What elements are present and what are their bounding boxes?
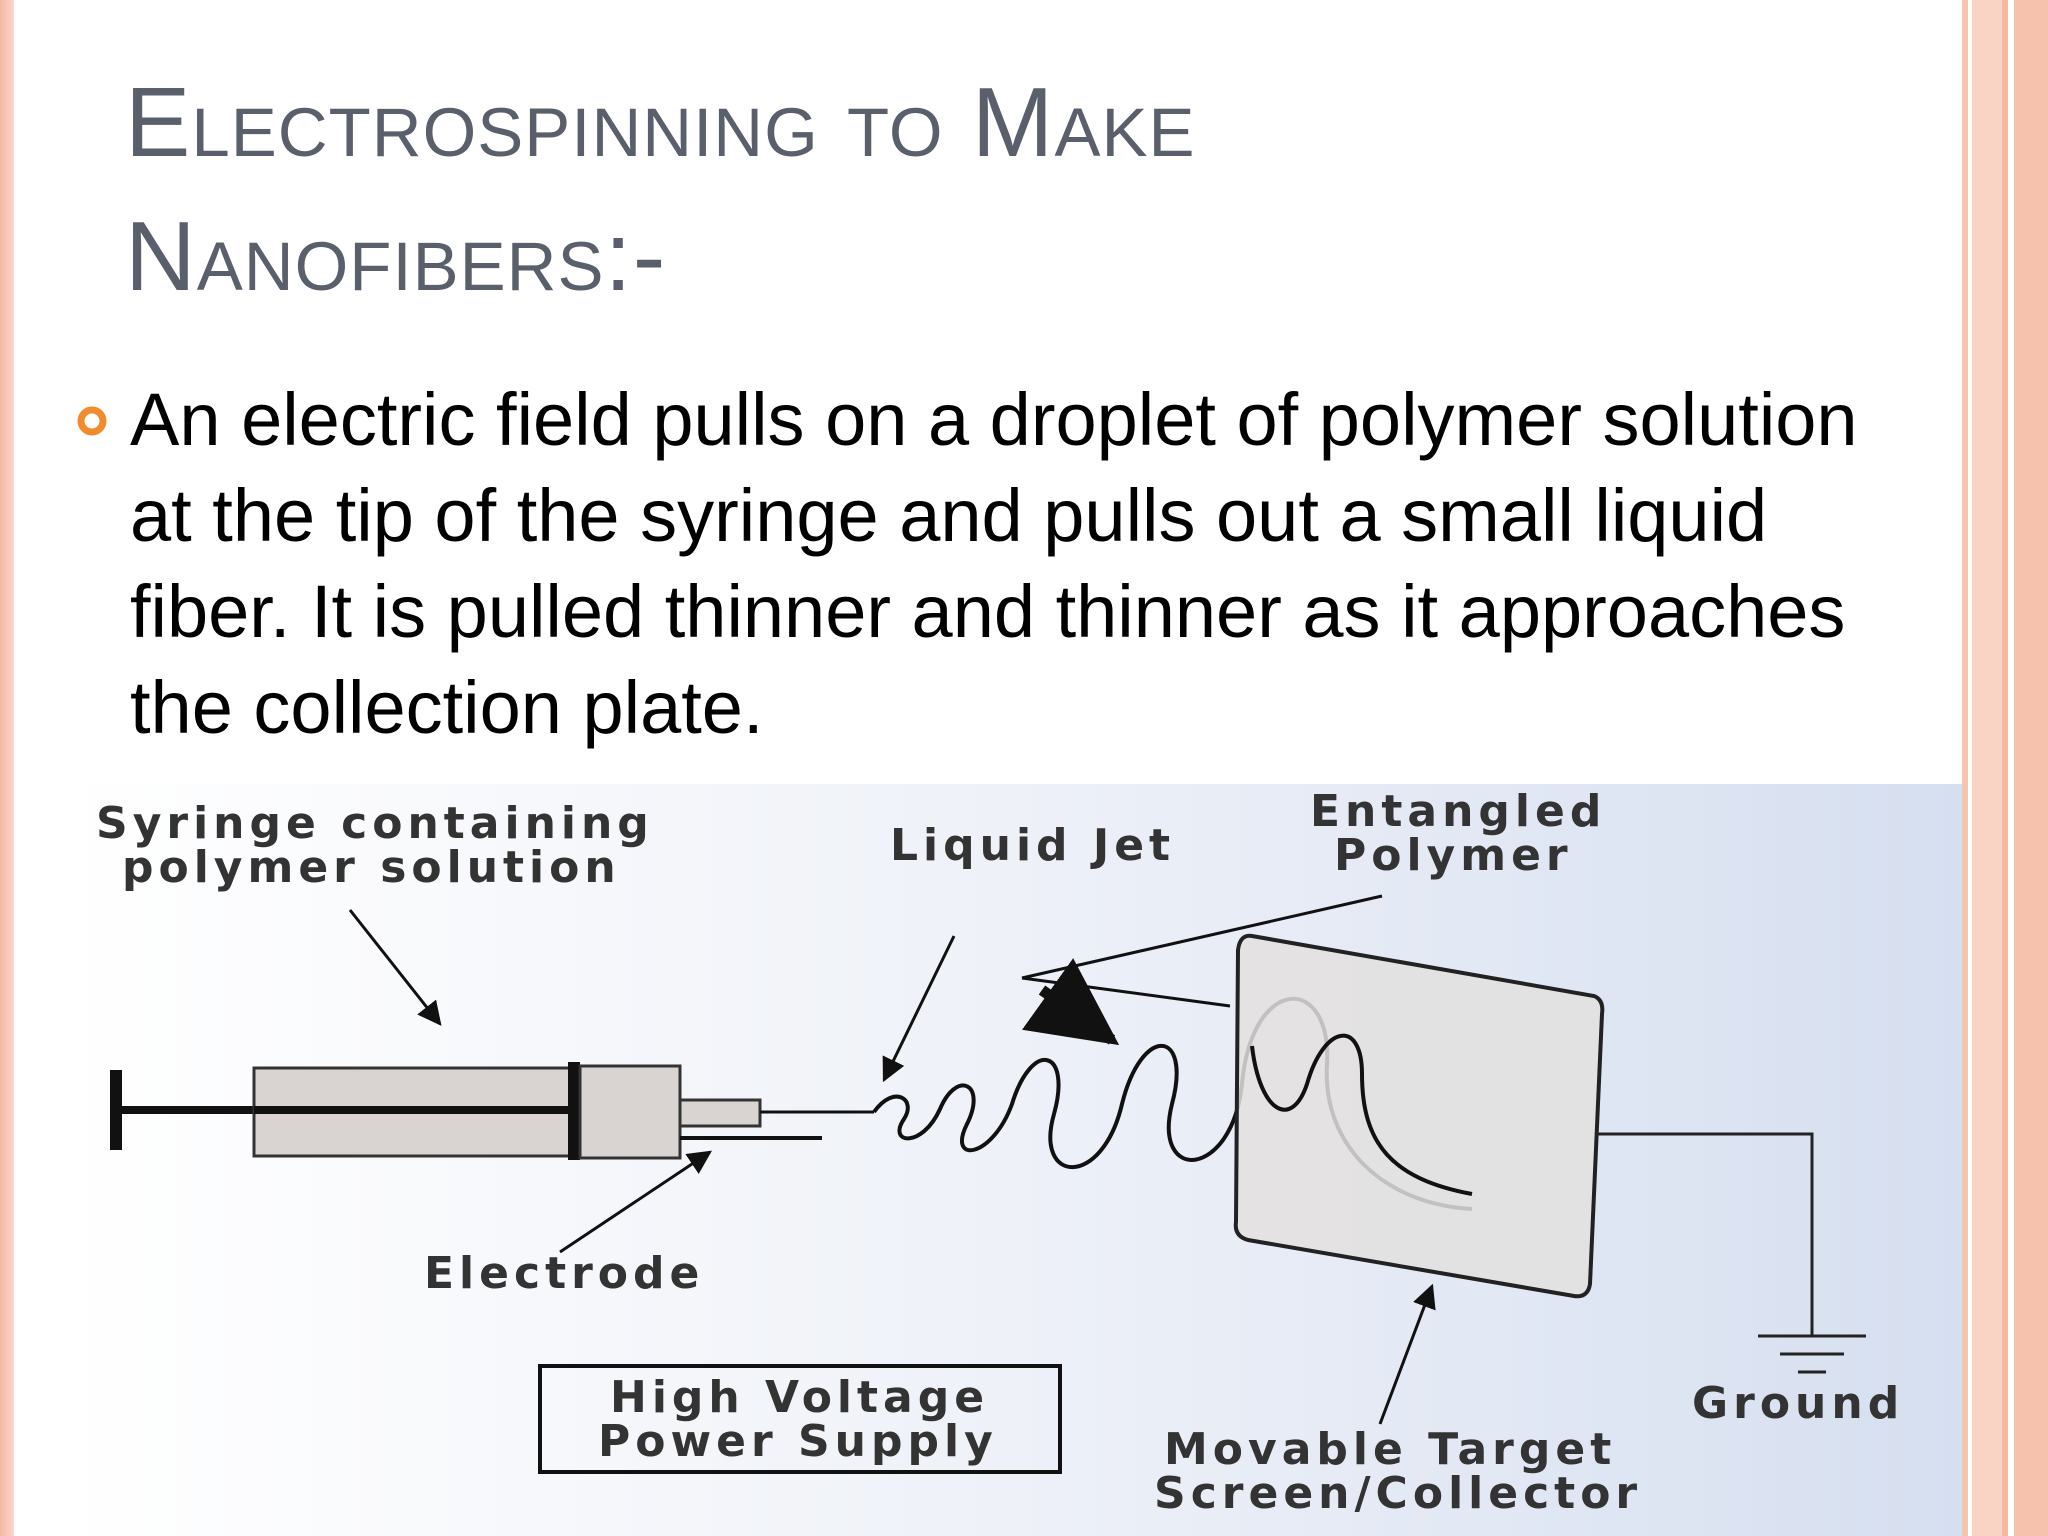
label-entangled-line1: Entangled — [1310, 786, 1606, 837]
label-target-line1: Movable Target — [1164, 1424, 1616, 1475]
liquid-jet-arrow — [882, 935, 956, 1083]
diagram-svg: Syringe containing polymer solution Liqu… — [62, 784, 1962, 1536]
ground-circuit — [1598, 1132, 1866, 1374]
power-supply-box — [538, 1364, 1062, 1474]
collector-screen — [1233, 933, 1605, 1299]
ground-wire — [1598, 1132, 1814, 1336]
syringe — [110, 1062, 874, 1160]
title-line-2: Nanofibers:- — [125, 201, 667, 311]
label-electrode: Electrode — [424, 1248, 704, 1299]
electrospinning-diagram: Syringe containing polymer solution Liqu… — [62, 784, 1962, 1536]
label-power-line2: Power Supply — [598, 1416, 998, 1467]
coil-over-screen — [1250, 1033, 1473, 1196]
slide-title: Electrospinning to Make Nanofibers:- — [125, 55, 1625, 323]
syringe-nozzle — [678, 1098, 762, 1128]
label-liquid-jet: Liquid Jet — [890, 820, 1175, 871]
syringe-arrow — [348, 909, 442, 1026]
syringe-hub — [578, 1064, 682, 1160]
target-arrow — [1378, 1283, 1436, 1425]
thick-arrow — [1021, 958, 1120, 1046]
diagram-background — [62, 784, 1962, 1536]
title-line-1: Electrospinning to Make — [125, 67, 1196, 177]
label-syringe-line1: Syringe containing — [96, 798, 654, 849]
label-power-line1: High Voltage — [610, 1372, 989, 1423]
electrode-arrow — [559, 1150, 712, 1254]
label-ground: Ground — [1692, 1378, 1904, 1429]
left-border-decoration — [0, 0, 14, 1536]
label-syringe-line2: polymer solution — [122, 842, 621, 893]
circle-bullet-icon — [77, 406, 107, 436]
label-target-line2: Screen/Collector — [1154, 1468, 1642, 1519]
bullet-text: An electric field pulls on a droplet of … — [130, 378, 1858, 749]
label-entangled-line2: Polymer — [1334, 830, 1573, 881]
right-border-decoration — [1962, 0, 2048, 1536]
